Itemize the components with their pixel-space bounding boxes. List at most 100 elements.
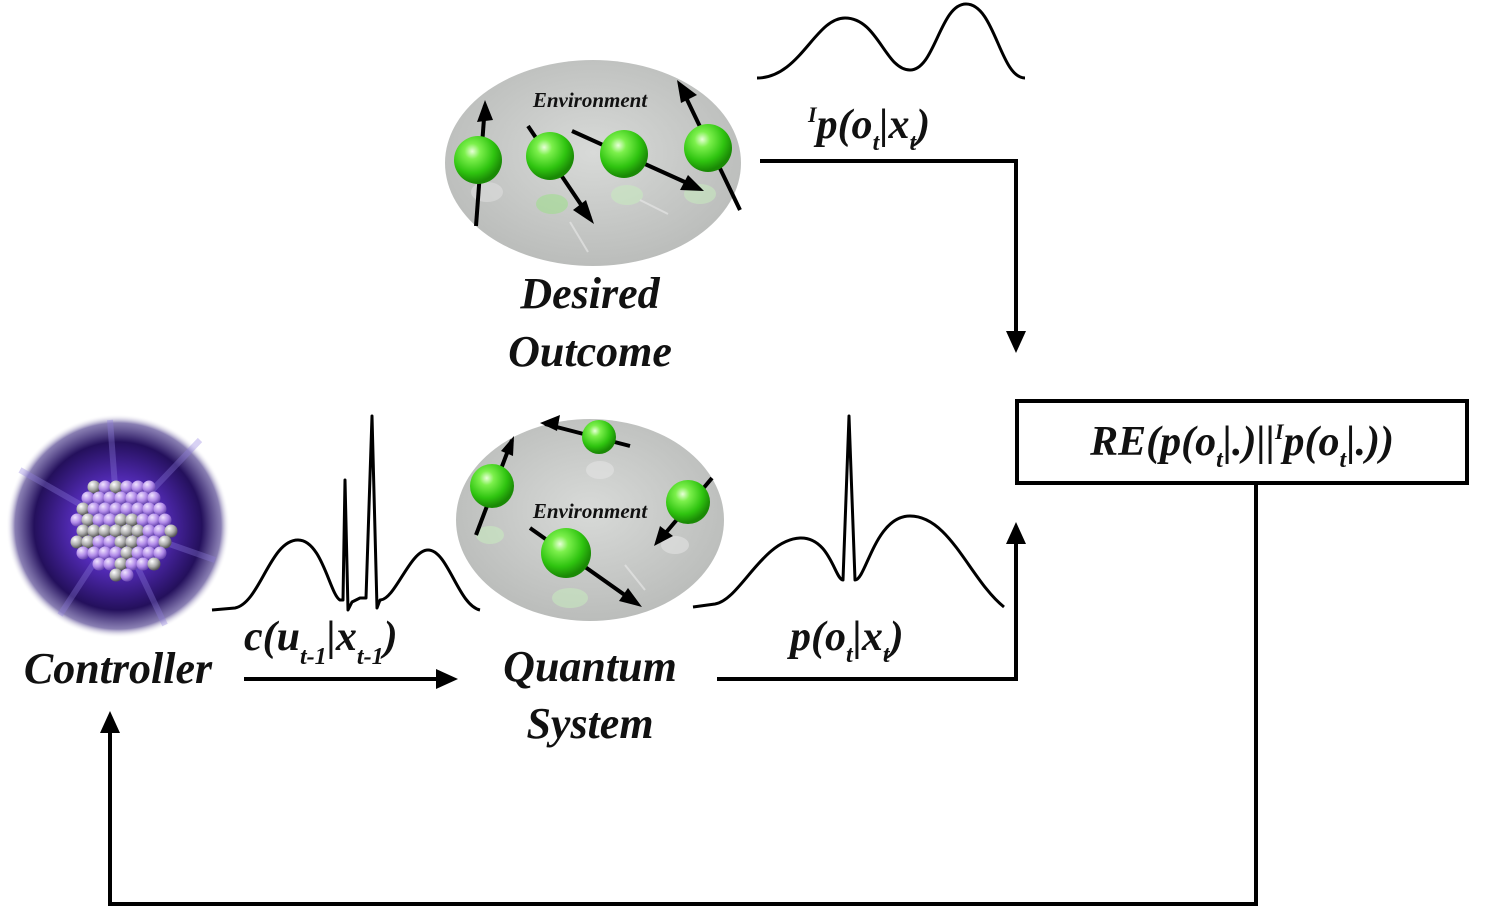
spin-2 [526,124,594,224]
atom [76,502,90,516]
atom [142,480,156,494]
quantum-system-label-line2: System [526,699,653,748]
atom [164,524,178,538]
desired-environment-label: Environment [532,88,649,112]
atom [131,546,145,560]
desired-outcome-label-line1: Desired [519,269,660,318]
atom [125,513,139,527]
control-waveform [211,414,481,612]
atom [125,491,139,505]
atom [131,524,145,538]
atom [158,535,172,549]
atom [136,535,150,549]
control-signal-mid: |x [327,614,357,660]
atom [81,491,95,505]
atom [153,546,167,560]
atom [81,535,95,549]
atom [120,568,134,582]
desired-distribution-curve [756,2,1026,80]
atom [114,557,128,571]
atom [81,513,95,527]
desired-to-re-arrow [760,159,1026,353]
spin-5 [540,415,631,454]
atom [92,535,106,549]
relative-entropy-box [1015,399,1469,485]
feedback-arrow [100,483,1258,906]
atom [87,524,101,538]
atom [120,502,134,516]
control-signal-label: c(ut-1|xt-1) [244,614,398,670]
control-signal-body: c(u [244,614,300,660]
desired-distribution-prefix: I [807,102,818,127]
atom [109,546,123,560]
re-sup: I [1274,419,1285,444]
atom [109,480,123,494]
atom [92,557,106,571]
atom [87,502,101,516]
atom [120,480,134,494]
system-distribution-sub2: t [883,642,891,668]
re-part1: RE(p(o [1089,419,1216,465]
desired-distribution-sub1: t [873,130,881,156]
desired-distribution-body: p(o [814,102,873,148]
atom [125,535,139,549]
atom [136,557,150,571]
atom [142,502,156,516]
atom [153,502,167,516]
quantum-system-label-line1: Quantum [503,642,677,691]
atom [70,513,84,527]
desired-distribution-sub2: t [909,130,917,156]
atom [109,502,123,516]
atom-cluster [70,480,178,582]
controller-label: Controller [24,644,213,693]
system-distribution-mid: |x [853,614,883,660]
system-distribution-sub1: t [846,642,854,668]
control-signal-end: ) [380,614,398,660]
atom [87,546,101,560]
atom [158,513,172,527]
system-distribution-end: ) [886,614,904,660]
spin-7 [654,476,714,546]
atom [131,480,145,494]
atom [147,491,161,505]
atom [125,557,139,571]
re-part2: |.)|| [1223,419,1275,465]
atom [136,491,150,505]
re-part3: p(o [1281,419,1340,465]
re-part4: |.)) [1346,419,1394,465]
spin-4 [677,80,742,211]
atom [98,524,112,538]
quantum-system-bubble: Environment [456,415,724,621]
atom [147,557,161,571]
atom [153,524,167,538]
controller-image [6,414,230,638]
atom [131,502,145,516]
atom [87,480,101,494]
atom [142,524,156,538]
spin-1 [454,100,502,227]
atom [109,524,123,538]
system-distribution-body: p(o [787,614,846,660]
atom [136,513,150,527]
atom [76,546,90,560]
desired-distribution-label: Ip(ot|xt) [807,102,930,156]
system-distribution-label: p(ot|xt) [787,614,904,668]
atom [98,546,112,560]
spin-6 [470,436,514,536]
desired-outcome-bubble: Environment [445,60,742,266]
atom [120,546,134,560]
control-signal-sub2: t-1 [357,644,384,670]
atom [92,513,106,527]
atom [114,513,128,527]
atom [103,557,117,571]
atom [103,491,117,505]
spin-8 [528,526,642,607]
re-sub2: t [1340,447,1348,473]
atom [114,491,128,505]
atom [114,535,128,549]
quantum-environment-label: Environment [532,499,649,523]
relative-entropy-label: RE(p(ot|.)||Ip(ot|.)) [1089,419,1394,473]
desired-outcome-label-line2: Outcome [508,327,672,376]
desired-distribution-mid: |x [879,102,909,148]
